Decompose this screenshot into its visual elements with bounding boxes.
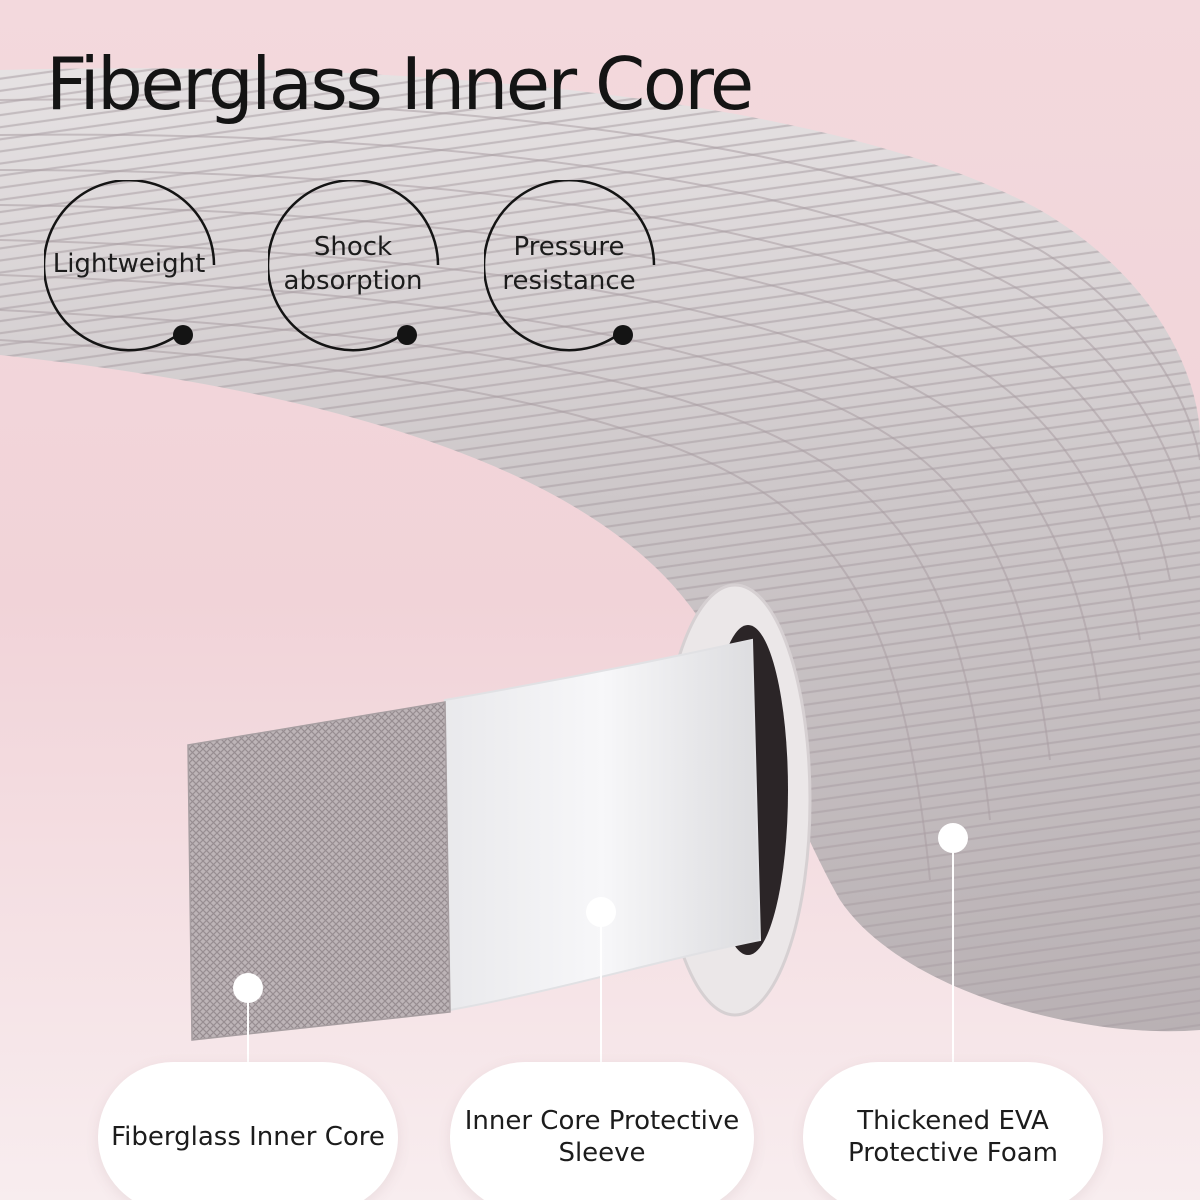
marker-dot-foam [938,823,968,853]
feature-ring-icon [44,180,216,352]
callout-fiberglass-core: Fiberglass Inner Core [98,1062,398,1200]
feature-label: Pressure resistance [502,232,636,296]
callout-eva-foam: Thickened EVA Protective Foam [803,1062,1103,1200]
callout-label: Thickened EVA Protective Foam [848,1105,1058,1169]
protective-sleeve [443,638,762,1012]
callout-protective-sleeve: Inner Core Protective Sleeve [450,1062,754,1200]
feature-badge-shock-absorption: Shock absorption [268,180,440,352]
feature-badge-lightweight: Lightweight [44,180,216,352]
feature-ring-icon [268,180,440,352]
feature-label: Lightweight [52,249,206,280]
callout-label: Inner Core Protective Sleeve [464,1105,740,1169]
feature-badge-pressure-resistance: Pressure resistance [484,180,656,352]
eva-foam-ribs [0,68,1200,1032]
feature-label: Shock absorption [283,232,423,296]
callout-label: Fiberglass Inner Core [111,1121,385,1152]
marker-dot-sleeve [586,897,616,927]
page-title: Fiberglass Inner Core [46,42,754,126]
feature-ring-icon [484,180,656,352]
marker-dot-core [233,973,263,1003]
fiberglass-core [187,701,451,1041]
